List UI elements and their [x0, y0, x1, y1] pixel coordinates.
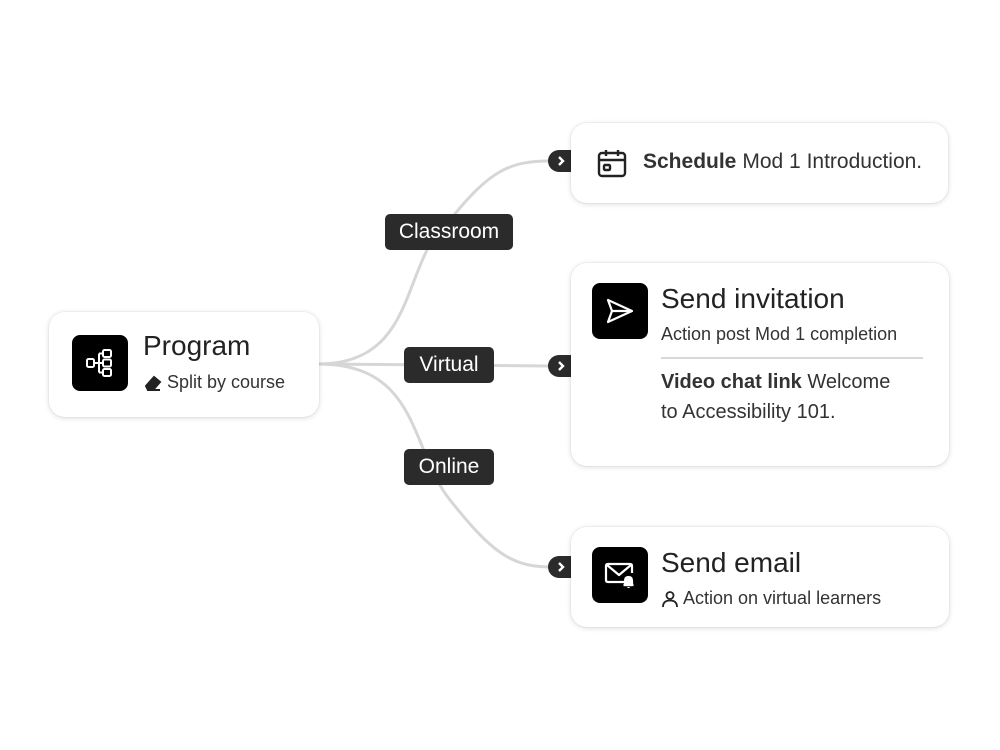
- program-title: Program: [143, 330, 251, 361]
- calendar-icon: [596, 147, 628, 184]
- chevron-right-icon: [548, 150, 574, 172]
- connector-online: [316, 362, 552, 569]
- connector-classroom: [316, 159, 552, 366]
- user-icon: [661, 590, 679, 608]
- email-title: Send email: [661, 547, 802, 578]
- email-subtitle-text: Action on virtual learners: [683, 588, 882, 608]
- program-node[interactable]: Program Split by course: [49, 312, 319, 417]
- schedule-text: Schedule Mod 1 Introduction.: [643, 150, 922, 174]
- eraser-icon: [143, 374, 163, 392]
- schedule-bold-label: Schedule: [643, 150, 737, 173]
- send-email-node[interactable]: Send email Action on virtual learners: [571, 527, 949, 627]
- send-invitation-node[interactable]: Send invitation Action post Mod 1 comple…: [571, 263, 949, 466]
- invitation-body: Video chat link Welcome to Accessibility…: [661, 367, 931, 427]
- invitation-body-text-1: Welcome: [807, 371, 891, 393]
- invitation-body-text-2: to Accessibility 101.: [661, 401, 836, 423]
- invitation-title: Send invitation: [661, 283, 845, 314]
- branch-label-virtual[interactable]: Virtual: [404, 347, 494, 383]
- schedule-node[interactable]: Schedule Mod 1 Introduction.: [571, 123, 948, 203]
- invitation-divider: [661, 357, 923, 359]
- schedule-description: Mod 1 Introduction.: [742, 150, 923, 173]
- program-subtitle-text: Split by course: [167, 372, 286, 392]
- branch-label-online[interactable]: Online: [404, 449, 494, 485]
- mail-bell-icon: [592, 547, 648, 603]
- send-icon: [592, 283, 648, 339]
- invitation-subtitle: Action post Mod 1 completion: [661, 324, 898, 344]
- email-subtitle: Action on virtual learners: [661, 588, 881, 609]
- branch-label-classroom[interactable]: Classroom: [385, 214, 513, 250]
- workflow-icon: [72, 335, 128, 391]
- chevron-right-icon: [548, 355, 574, 377]
- invitation-body-bold: Video chat link: [661, 371, 802, 393]
- program-subtitle: Split by course: [143, 372, 285, 393]
- chevron-right-icon: [548, 556, 574, 578]
